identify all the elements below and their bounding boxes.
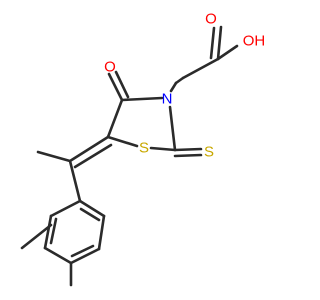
- bond-ar-inner-2: [70, 244, 95, 258]
- atom-labels: O OH N O S S: [104, 11, 265, 161]
- bond-chain-2: [174, 76, 185, 85]
- bond-ar-inner-3: [49, 217, 58, 245]
- bond-c2-s-b: [173, 153, 203, 158]
- bond-chain-3: [169, 81, 178, 93]
- bond-c-oh: [216, 44, 239, 61]
- bond-ar-4: [43, 246, 73, 265]
- bond-s-c2: [149, 146, 177, 152]
- bond-chain-1: [181, 57, 220, 80]
- bond-c5-cexo-b: [73, 143, 113, 169]
- atom-s-thione: S: [204, 144, 214, 161]
- bond-c-o-double-b: [209, 26, 216, 60]
- bond-c4-o-b: [114, 70, 130, 99]
- bonds: [20, 25, 239, 287]
- bond-cexo-ring: [68, 159, 82, 203]
- molecule-canvas: O OH N O S S: [20, 11, 265, 287]
- atom-oh-acid: OH: [243, 33, 266, 50]
- atom-o-acid-double: O: [205, 11, 217, 28]
- bond-c5-s: [106, 135, 139, 148]
- bond-ar-5: [43, 214, 53, 250]
- bond-c-o-double-a: [216, 25, 223, 61]
- bond-c4-c5: [106, 98, 124, 139]
- bond-n-c4: [120, 96, 164, 102]
- bond-n-c2: [168, 105, 177, 152]
- bond-ar-6: [49, 199, 82, 218]
- structure-diagram: O OH N O S S: [20, 11, 265, 287]
- atom-s-ring: S: [139, 140, 149, 157]
- bond-ar-1: [78, 199, 106, 218]
- bond-c5-cexo-a: [68, 135, 110, 163]
- bond-ar-inner-1: [79, 207, 101, 222]
- bond-ar-methyl-3: [20, 223, 53, 250]
- bond-ar-2: [97, 214, 106, 251]
- bond-c4-o-a: [107, 72, 124, 102]
- bond-c2-s-a: [173, 147, 203, 152]
- atom-n-ring: N: [162, 91, 173, 108]
- bond-ar-3: [69, 247, 101, 265]
- bond-cexo-methyl: [36, 150, 72, 163]
- atom-o-carbonyl: O: [104, 59, 116, 76]
